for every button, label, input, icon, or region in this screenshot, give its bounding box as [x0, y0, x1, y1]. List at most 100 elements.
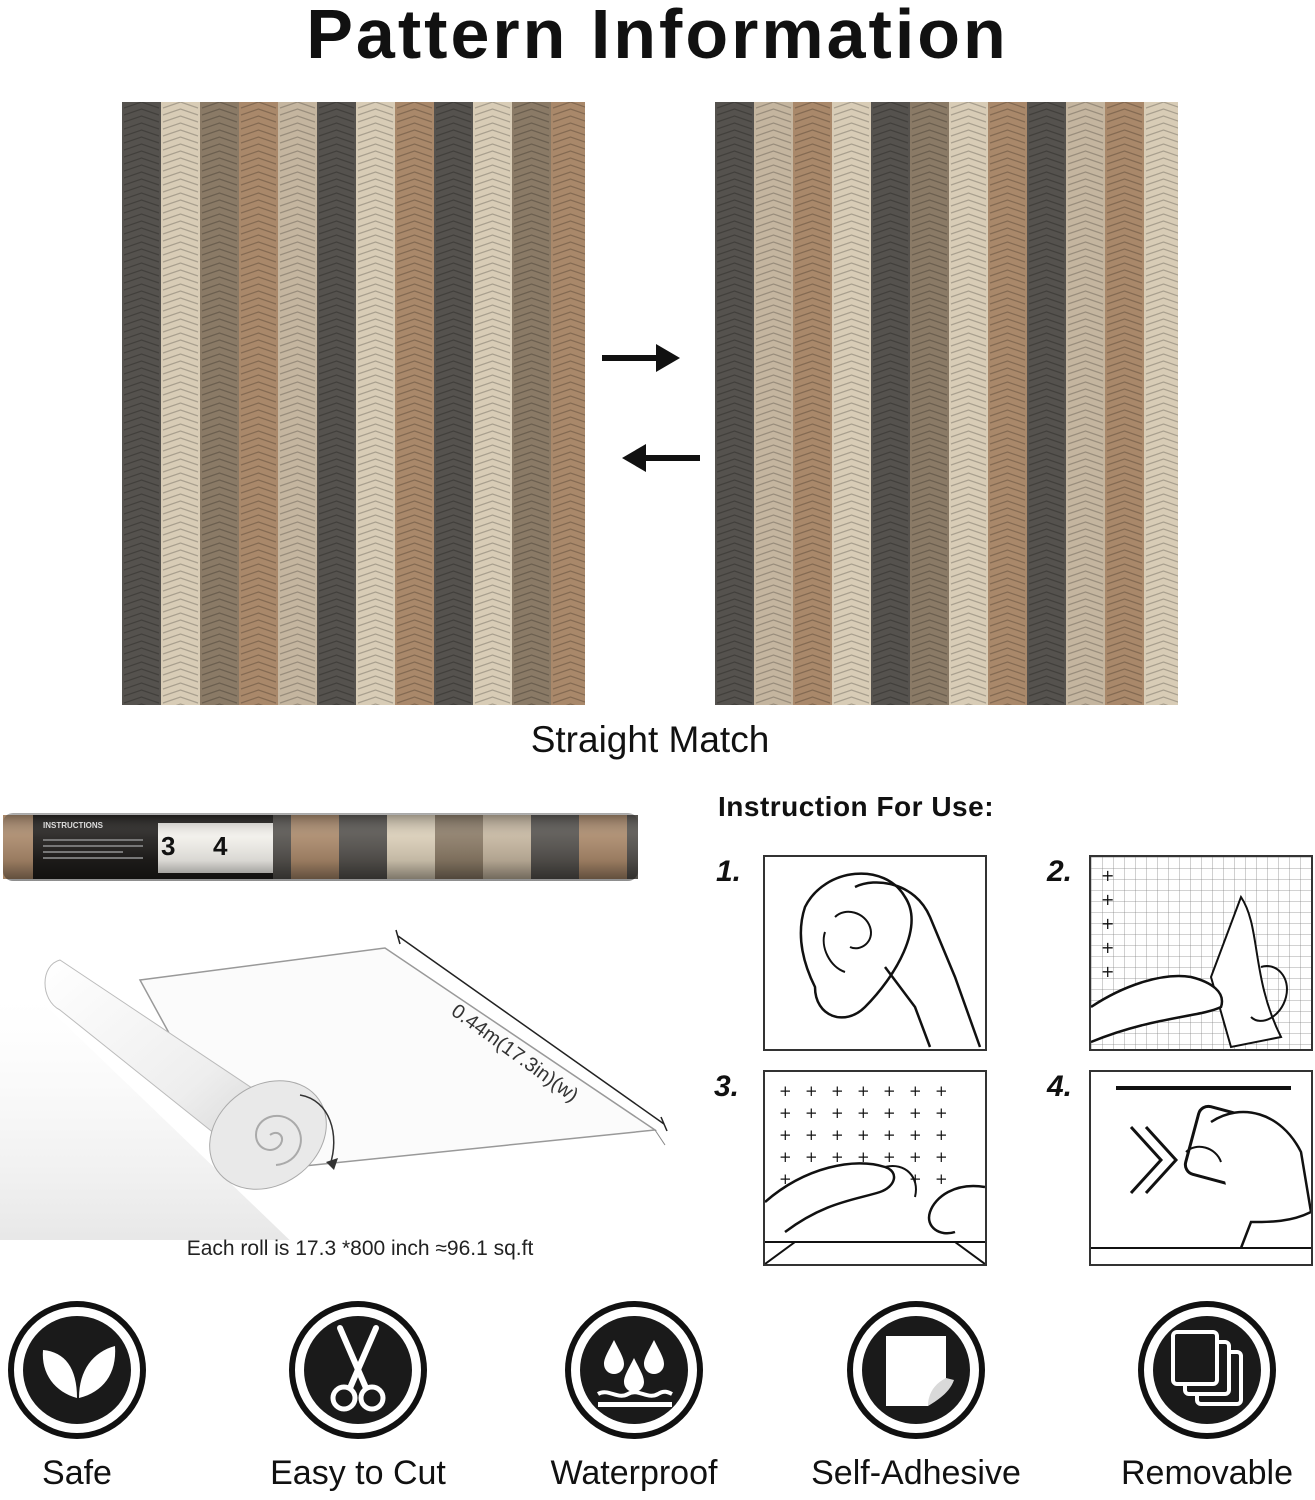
match-caption: Straight Match: [530, 719, 770, 760]
grid-mark: +: [883, 1126, 896, 1144]
svg-text:+: +: [1101, 890, 1114, 909]
svg-text:+: +: [1101, 914, 1114, 933]
grid-mark: +: [857, 1148, 870, 1166]
wipe-surface-icon: [799, 872, 982, 1048]
grid-mark: +: [779, 1148, 792, 1166]
pattern-stripe: [356, 102, 395, 705]
pattern-stripe: [1105, 102, 1144, 705]
packaging-label: INSTRUCTIONS: [43, 821, 103, 830]
grid-mark: +: [909, 1126, 922, 1144]
herringbone-texture: [357, 102, 394, 705]
pattern-stripe: [1066, 102, 1105, 705]
feature-label: Self-Adhesive: [811, 1454, 1021, 1492]
step-2-panel: + + + + +: [1089, 855, 1313, 1051]
feature-easy-to-cut: Easy to Cut: [223, 1300, 493, 1493]
smooth-squeegee-icon: [1091, 1086, 1311, 1249]
grid-mark: +: [779, 1104, 792, 1122]
herringbone-texture: [318, 102, 355, 705]
herringbone-texture: [1145, 102, 1178, 705]
pattern-swatch-right: [715, 102, 1178, 705]
grid-mark: +: [909, 1082, 922, 1100]
herringbone-texture: [435, 102, 472, 705]
grid-mark: +: [805, 1082, 818, 1100]
herringbone-texture: [279, 102, 316, 705]
packaged-roll: INSTRUCTIONS 3 4: [3, 813, 675, 881]
step-3-panel: +++++++++++++++++++++++++++++++++++: [763, 1070, 987, 1266]
herringbone-texture: [950, 102, 987, 705]
feature-removable: Removable: [1072, 1300, 1315, 1493]
herringbone-texture: [240, 102, 277, 705]
grid-mark: +: [831, 1148, 844, 1166]
feature-label: Safe: [42, 1454, 112, 1492]
packaging-text-lines: [43, 835, 143, 863]
pattern-stripe: [754, 102, 793, 705]
grid-mark: +: [883, 1148, 896, 1166]
feature-self-adhesive: Self-Adhesive: [781, 1300, 1051, 1493]
herringbone-texture: [123, 102, 160, 705]
pattern-stripe: [871, 102, 910, 705]
page-title: Pattern Information: [306, 0, 1009, 73]
grid-mark: +: [831, 1104, 844, 1122]
pattern-stripe: [122, 102, 161, 705]
arrow-left-icon: [622, 444, 700, 472]
grid-mark: +: [935, 1126, 948, 1144]
herringbone-texture: [872, 102, 909, 705]
svg-text:+: +: [1101, 962, 1114, 981]
feature-label: Removable: [1121, 1454, 1293, 1492]
grid-mark: +: [779, 1126, 792, 1144]
herringbone-texture: [1028, 102, 1065, 705]
svg-text:+: +: [1101, 866, 1114, 885]
grid-mark: +: [831, 1126, 844, 1144]
pattern-stripe: [551, 102, 585, 705]
grid-mark: +: [779, 1082, 792, 1100]
step-4-panel: [1089, 1070, 1313, 1266]
pattern-stripe: [1144, 102, 1178, 705]
packaging-step-3: 3: [161, 831, 176, 861]
grid-mark: +: [883, 1104, 896, 1122]
herringbone-texture: [833, 102, 870, 705]
grid-mark: +: [909, 1104, 922, 1122]
grid-mark: +: [935, 1170, 948, 1188]
water-drops-icon: [565, 1301, 703, 1439]
step-1-panel: [763, 855, 987, 1051]
herringbone-texture: [989, 102, 1026, 705]
grid-mark: +: [935, 1104, 948, 1122]
herringbone-texture: [1067, 102, 1104, 705]
packaging-step-4: 4: [213, 831, 228, 861]
apply-to-wall-icon: +++++++++++++++++++++++++++++++++++: [765, 1082, 985, 1264]
roll-size-caption: Each roll is 17.3 *800 inch ≈96.1 sq.ft: [186, 1237, 534, 1260]
pattern-stripe: [278, 102, 317, 705]
feature-waterproof: Waterproof: [499, 1300, 769, 1493]
step-4-number: 4.: [1047, 1070, 1073, 1103]
roll-tube-image: [3, 813, 675, 881]
pattern-stripe: [473, 102, 512, 705]
step-3-number: 3.: [714, 1070, 740, 1103]
step-2-number: 2.: [1047, 855, 1073, 888]
herringbone-texture: [201, 102, 238, 705]
grid-mark: +: [831, 1082, 844, 1100]
pattern-stripe: [1027, 102, 1066, 705]
herringbone-texture: [794, 102, 831, 705]
herringbone-texture: [162, 102, 199, 705]
herringbone-texture: [396, 102, 433, 705]
herringbone-texture: [552, 102, 585, 705]
grid-mark: +: [935, 1082, 948, 1100]
pattern-stripe: [988, 102, 1027, 705]
grid-mark: +: [883, 1082, 896, 1100]
instructions-heading: Instruction For Use:: [718, 791, 995, 822]
pattern-stripe: [239, 102, 278, 705]
svg-text:+: +: [1101, 938, 1114, 957]
grid-mark: +: [857, 1126, 870, 1144]
grid-mark: +: [857, 1104, 870, 1122]
arrow-right-icon: [602, 344, 680, 372]
pattern-stripe: [512, 102, 551, 705]
pattern-stripe: [395, 102, 434, 705]
stacked-sheets-icon: [1138, 1301, 1276, 1439]
herringbone-texture: [1106, 102, 1143, 705]
unrolled-sheet-illustration: [0, 929, 668, 1240]
pattern-stripe: [161, 102, 200, 705]
herringbone-texture: [474, 102, 511, 705]
peel-backing-icon: + + + + +: [1091, 857, 1311, 1049]
scissors-icon: [289, 1301, 427, 1439]
pattern-stripe: [793, 102, 832, 705]
